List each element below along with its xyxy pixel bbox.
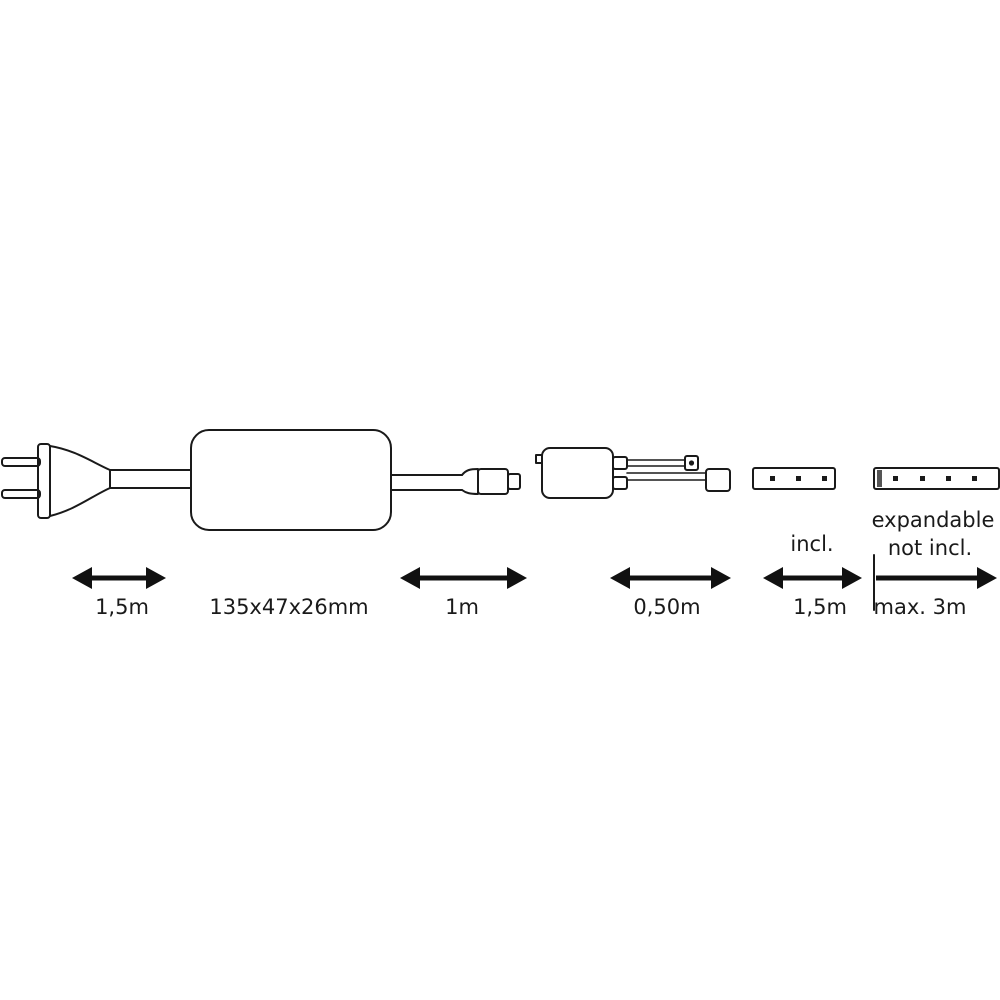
- mains-cable: [109, 469, 192, 489]
- plug-icon: [1, 443, 111, 519]
- dimension-arrow-controller-cable: [610, 567, 731, 589]
- led-strip-included: [752, 467, 836, 490]
- label-power-supply-size: 135x47x26mm: [209, 595, 368, 619]
- led-strip-extension: [873, 467, 1000, 490]
- controller-icon: [535, 447, 731, 499]
- label-extension-not-included: not incl.: [888, 536, 972, 560]
- label-strip-length: 1,5m: [793, 595, 847, 619]
- label-controller-cable-length: 0,50m: [633, 595, 700, 619]
- label-cable-length: 1,5m: [95, 595, 149, 619]
- dimension-arrow-extension: [873, 554, 997, 611]
- plug-connector-icon: [461, 468, 521, 495]
- label-strip-included: incl.: [790, 532, 833, 556]
- power-supply-box: [190, 429, 392, 531]
- dimension-arrow-strip: [763, 567, 862, 589]
- label-extension-max-length: max. 3m: [874, 595, 967, 619]
- dimension-arrow-cable: [72, 567, 166, 589]
- output-cable: [390, 474, 463, 491]
- label-extension-expandable: expandable: [872, 508, 995, 532]
- label-output-cable-length: 1m: [445, 595, 479, 619]
- dimension-arrow-output-cable: [400, 567, 527, 589]
